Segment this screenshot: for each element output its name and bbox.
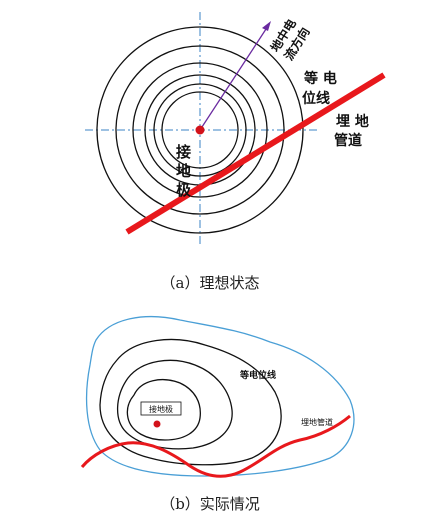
- equipotential-circles: [96, 26, 304, 234]
- pipeline-label-actual: 埋地管道: [301, 417, 333, 427]
- electrode-label-char3: 极: [176, 181, 192, 199]
- caption-actual: （b）实际情况: [160, 495, 260, 513]
- equipotential-contour-3: [126, 379, 201, 441]
- equipotential-contour-1: [99, 338, 282, 466]
- pipeline-label-line2: 管道: [334, 132, 362, 149]
- equipotential-contour-2: [116, 359, 233, 450]
- equipotential-ring-5: [153, 83, 247, 177]
- arrow-head-icon: [262, 21, 271, 31]
- equipotential-ring-3: [132, 62, 268, 198]
- panel-actual: 接地极 等电位线 埋地管道 （b）实际情况: [80, 315, 355, 513]
- grounding-electrode: [195, 125, 205, 135]
- equipotential-contours: [99, 338, 282, 466]
- equipotential-ring-2: [115, 45, 285, 215]
- buried-pipeline-actual: [80, 414, 351, 478]
- grounding-electrode-actual: [153, 420, 161, 428]
- caption-ideal: （a）理想状态: [161, 274, 260, 292]
- equipotential-label-line2: 位线: [302, 90, 330, 107]
- equipotential-ring-6: [161, 91, 239, 169]
- equipotential-label-actual: 等电位线: [239, 369, 276, 381]
- pipeline-label-line1: 埋 地: [336, 113, 369, 130]
- buried-pipeline: [125, 72, 386, 235]
- electrode-label-char2: 地: [176, 162, 191, 180]
- current-direction-arrow: [199, 21, 271, 131]
- soil-boundary: [85, 315, 355, 477]
- current-direction-label: 地中电 流方向: [267, 16, 312, 63]
- electrode-label-char1: 接: [176, 143, 191, 161]
- panel-ideal: 地中电 流方向 等 电 位线 埋 地 管道 接 地 极 （a）理想状态: [85, 12, 386, 292]
- equipotential-label-line1: 等 电: [304, 70, 337, 87]
- electrode-label-box: [140, 401, 182, 416]
- electrode-label: 接地极: [149, 404, 173, 414]
- equipotential-ring-1: [96, 26, 304, 234]
